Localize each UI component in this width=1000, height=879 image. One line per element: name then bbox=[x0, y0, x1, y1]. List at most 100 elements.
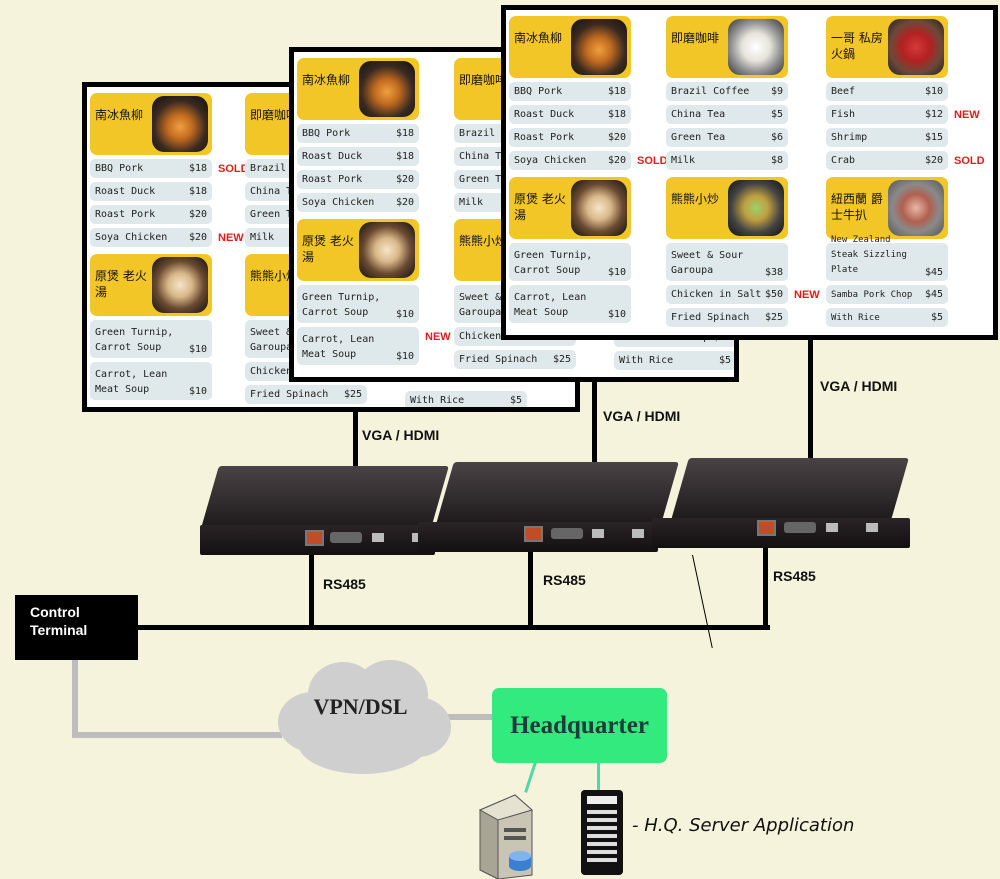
menu-item: Fried Spinach$25 bbox=[245, 385, 367, 404]
menu-item: Roast Duck$18 bbox=[90, 182, 212, 201]
menu-item: Roast Pork$20 bbox=[297, 170, 419, 189]
fish-dish-photo bbox=[571, 19, 627, 75]
usb-port bbox=[592, 529, 604, 538]
menu-item: With Rice$5 bbox=[405, 391, 527, 407]
server-tower-icon bbox=[478, 794, 534, 879]
menu-item: Roast Duck$18 bbox=[297, 147, 419, 166]
menu-header-steak: 紐西蘭 爵士牛扒 bbox=[826, 177, 948, 239]
menu-item: Green Turnip, Carrot Soup$10 bbox=[509, 243, 631, 281]
soup-photo bbox=[359, 222, 415, 278]
rs485-label: RS485 bbox=[773, 568, 816, 584]
beef-hotpot-photo bbox=[888, 19, 944, 75]
menu-item: Samba Pork Chop$45 bbox=[826, 285, 948, 304]
soup-photo bbox=[152, 257, 208, 313]
menu-item: Sweet & Sour Garoupa$38 bbox=[666, 243, 788, 281]
menu-header-fish: 南冰魚柳 bbox=[297, 58, 419, 120]
usb-port bbox=[826, 523, 838, 532]
hq-server-application-label: - H.Q. Server Application bbox=[632, 815, 855, 836]
sold-tag: SOLD bbox=[954, 154, 985, 167]
menu-item: Beef$10 bbox=[826, 82, 948, 101]
new-tag: NEW bbox=[218, 231, 244, 244]
category-title: 原煲 老火湯 bbox=[514, 192, 566, 222]
rs485-bus bbox=[135, 625, 770, 630]
rs485-cable-2 bbox=[528, 540, 533, 630]
menu-item: Shrimp$15 bbox=[826, 128, 948, 147]
new-tag: NEW bbox=[954, 108, 980, 121]
rs485-port bbox=[757, 520, 776, 536]
category-title: 即磨咖啡 bbox=[250, 108, 299, 122]
menu-header-stirfry: 熊熊小炒 bbox=[666, 177, 788, 239]
menu-item: Carrot, Lean Meat Soup$10 bbox=[90, 362, 212, 400]
menu-item: Green Tea$6 bbox=[666, 128, 788, 147]
vga-port bbox=[551, 528, 583, 539]
category-title: 南冰魚柳 bbox=[514, 31, 563, 45]
menu-header-soup: 原煲 老火湯 bbox=[297, 219, 419, 281]
category-title: 即磨咖啡 bbox=[459, 73, 508, 87]
steak-photo bbox=[888, 180, 944, 236]
vpn-dsl-cloud: VPN/DSL bbox=[268, 652, 453, 777]
new-tag: NEW bbox=[794, 288, 820, 301]
category-title: 一哥 私房火鍋 bbox=[831, 31, 883, 61]
usb-port bbox=[866, 523, 878, 532]
menu-column-3-partial: With Rice$5 bbox=[405, 387, 527, 407]
category-title: 南冰魚柳 bbox=[95, 108, 144, 122]
menu-item: China Tea$5 bbox=[666, 105, 788, 124]
menu-item: Green Turnip, Carrot Soup$10 bbox=[90, 320, 212, 358]
vga-hdmi-label: VGA / HDMI bbox=[820, 378, 898, 394]
category-title: 南冰魚柳 bbox=[302, 73, 351, 87]
menu-column-2: 即磨咖啡 Brazil Coffee$9 China Tea$5 Green T… bbox=[666, 16, 820, 327]
menu-item: With Rice$5 bbox=[826, 308, 948, 327]
menu-item: Soya Chicken$20 bbox=[297, 193, 419, 212]
sold-tag: SOLD bbox=[218, 162, 249, 175]
category-title: 熊熊小炒 bbox=[671, 192, 720, 206]
rs485-label: RS485 bbox=[543, 572, 586, 588]
dsl-link-horizontal bbox=[72, 732, 282, 738]
hdmi-cable-1 bbox=[353, 400, 358, 470]
menu-item: Brazil Coffee$9 bbox=[666, 82, 788, 101]
dsl-link-vertical bbox=[72, 660, 78, 738]
hq-server-link-1 bbox=[524, 761, 537, 793]
menu-column-1: 南冰魚柳 BBQ Pork$18 Roast Duck$18 Roast Por… bbox=[509, 16, 668, 323]
menu-item: Carrot, Lean Meat Soup$10 bbox=[509, 285, 631, 323]
vga-port bbox=[784, 522, 816, 533]
category-title: 即磨咖啡 bbox=[671, 31, 720, 45]
category-title: 熊熊小炒 bbox=[250, 269, 299, 283]
server-rack-icon bbox=[581, 790, 623, 875]
menu-item: Roast Duck$18 bbox=[509, 105, 631, 124]
menu-header-soup: 原煲 老火湯 bbox=[90, 254, 212, 316]
category-title: 熊熊小炒 bbox=[459, 234, 508, 248]
headquarter-box: Headquarter bbox=[492, 688, 667, 763]
menu-item: Green Turnip, Carrot Soup$10 bbox=[297, 285, 419, 323]
category-title: 原煲 老火湯 bbox=[302, 234, 354, 264]
sold-tag: SOLD bbox=[637, 154, 668, 167]
menu-item: Roast Pork$20 bbox=[90, 205, 212, 224]
menu-item: With Rice$5 bbox=[614, 351, 734, 370]
menu-item: Milk$8 bbox=[666, 151, 788, 170]
vpn-dsl-label: VPN/DSL bbox=[313, 694, 408, 719]
rs485-cable-1 bbox=[309, 540, 314, 630]
menu-header-hotpot: 一哥 私房火鍋 bbox=[826, 16, 948, 78]
power-cord bbox=[692, 554, 713, 649]
rs485-label: RS485 bbox=[323, 576, 366, 592]
menu-item: BBQ Pork$18 bbox=[297, 124, 419, 143]
menu-item: Fried Spinach$25 bbox=[454, 350, 576, 369]
vga-port bbox=[330, 532, 362, 543]
menu-header-soup: 原煲 老火湯 bbox=[509, 177, 631, 239]
menu-item: Roast Pork$20 bbox=[509, 128, 631, 147]
menu-header-fish: 南冰魚柳 bbox=[509, 16, 631, 78]
category-title: 紐西蘭 爵士牛扒 bbox=[831, 192, 883, 222]
menu-header-coffee: 即磨咖啡 bbox=[666, 16, 788, 78]
new-tag: NEW bbox=[425, 331, 451, 343]
menu-item: Fried Spinach$25 bbox=[666, 308, 788, 327]
menu-screen-3: 南冰魚柳 BBQ Pork$18 Roast Duck$18 Roast Por… bbox=[501, 5, 998, 340]
rs485-port bbox=[524, 526, 543, 542]
